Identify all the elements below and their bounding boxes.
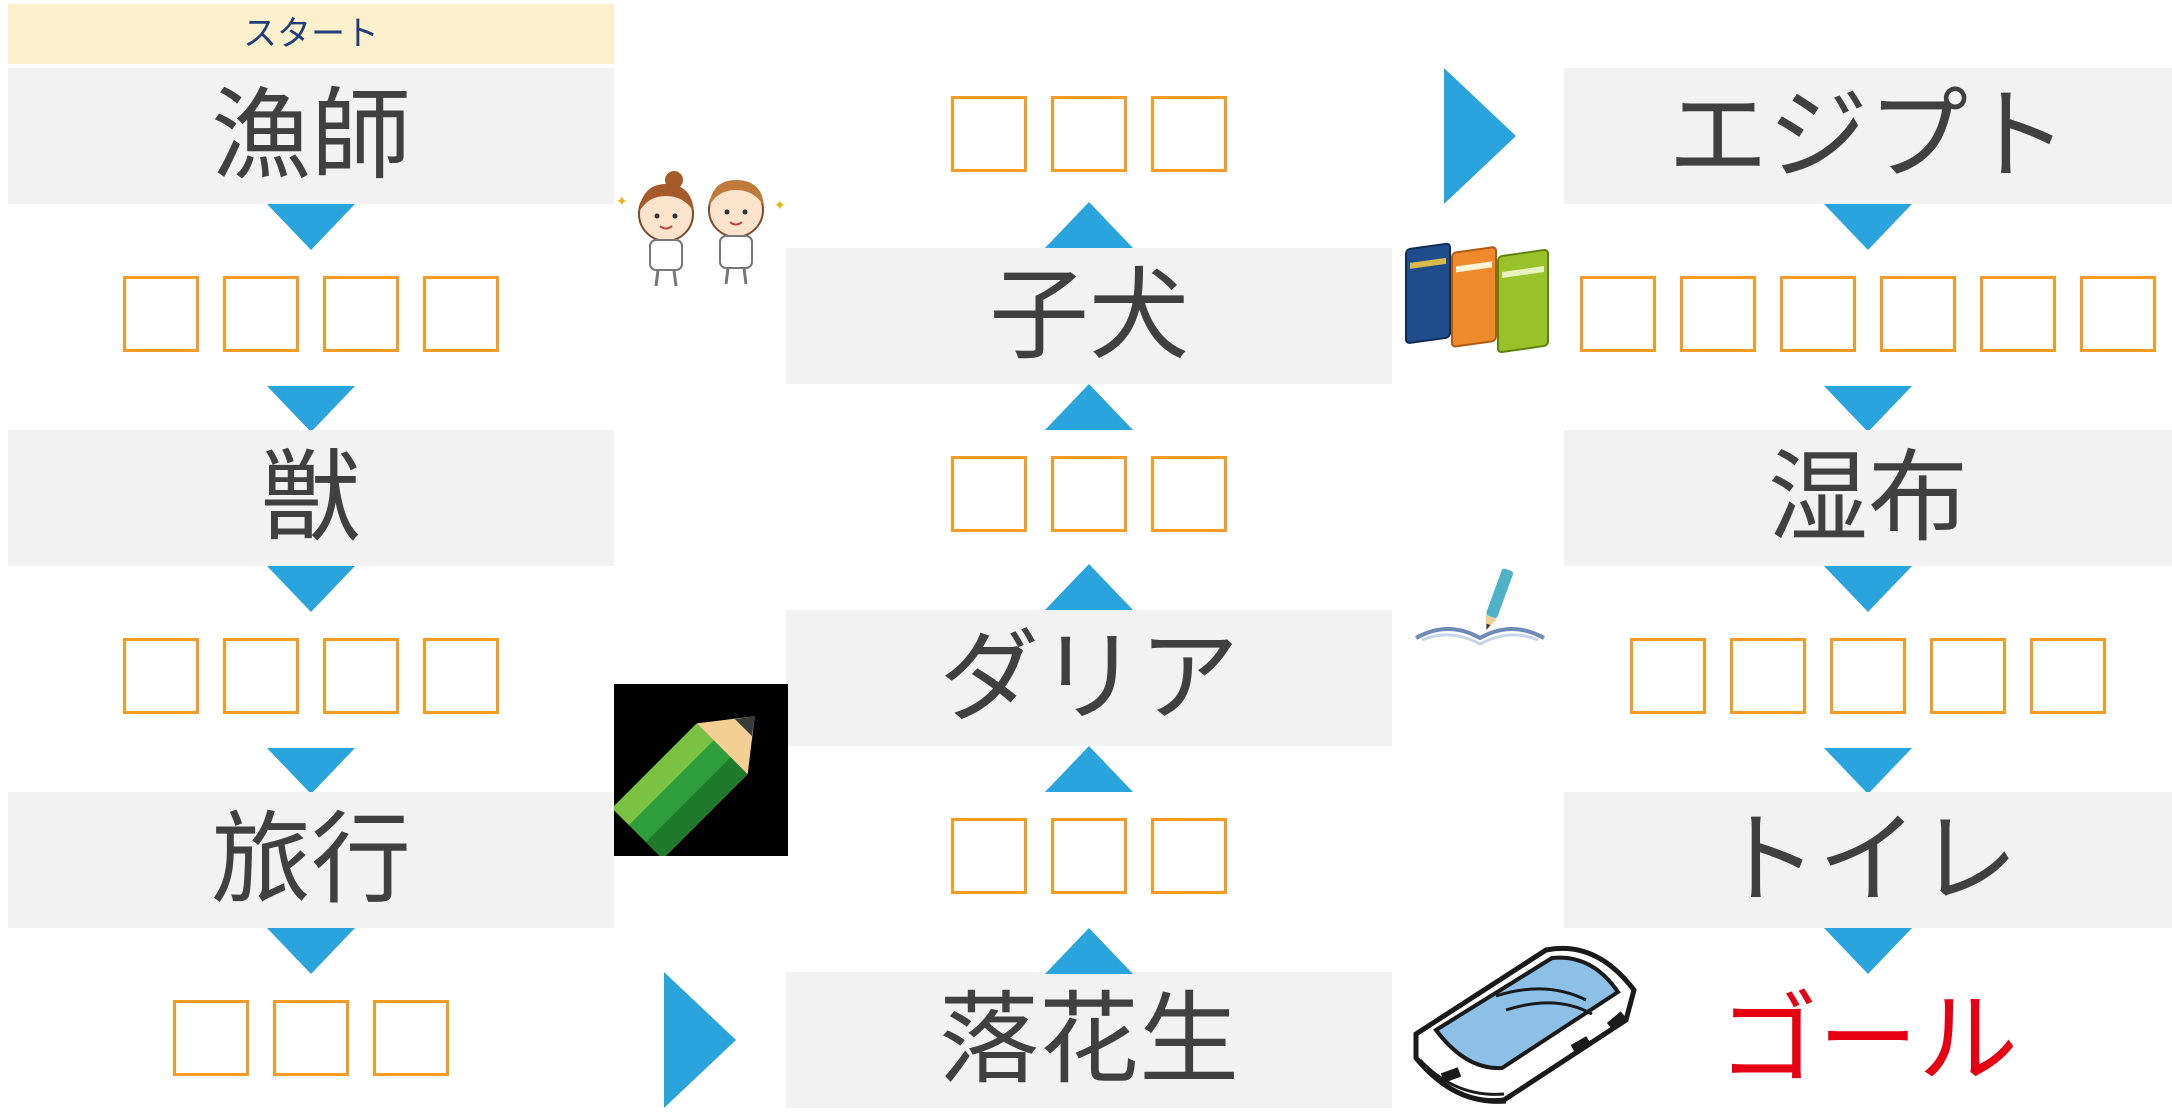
blank-box — [1980, 276, 2056, 352]
word-card-beast: 獣 — [8, 430, 614, 566]
blank-box — [951, 818, 1027, 894]
blank-box — [323, 638, 399, 714]
blank-box — [1830, 638, 1906, 714]
blank-boxes — [1564, 638, 2172, 714]
down-arrow — [267, 566, 355, 612]
old-book-icon — [1396, 930, 1650, 1110]
blank-box — [1151, 818, 1227, 894]
up-arrow — [1045, 202, 1133, 248]
blank-box — [1880, 276, 1956, 352]
right-arrow — [664, 972, 736, 1108]
blank-box — [1630, 638, 1706, 714]
svg-text:✦: ✦ — [616, 194, 628, 210]
down-arrow — [267, 386, 355, 432]
books-icon — [1402, 230, 1558, 358]
down-arrow — [267, 204, 355, 250]
down-arrow — [1824, 386, 1912, 432]
blank-box — [1051, 96, 1127, 172]
down-arrow — [1824, 928, 1912, 974]
blank-box — [223, 638, 299, 714]
word-card-toilet: トイレ — [1564, 792, 2172, 928]
blank-box — [951, 456, 1027, 532]
blank-box — [223, 276, 299, 352]
blank-box — [1151, 96, 1227, 172]
word-card-poultice: 湿布 — [1564, 430, 2172, 566]
blank-boxes — [1564, 276, 2172, 352]
word-card-egypt: エジプト — [1564, 68, 2172, 204]
blank-box — [1730, 638, 1806, 714]
blank-box — [2080, 276, 2156, 352]
down-arrow — [1824, 748, 1912, 794]
blank-box — [2030, 638, 2106, 714]
blank-boxes — [8, 1000, 614, 1076]
blank-box — [951, 96, 1027, 172]
start-label: スタート — [8, 4, 614, 64]
word-card-puppy: 子犬 — [786, 248, 1392, 384]
word-card-peanut: 落花生 — [786, 972, 1392, 1108]
goal-label: ゴール — [1718, 981, 2018, 1098]
pencil-icon — [611, 684, 788, 860]
blank-box — [323, 276, 399, 352]
blank-box — [173, 1000, 249, 1076]
blank-box — [1051, 818, 1127, 894]
down-arrow — [1824, 204, 1912, 250]
blank-box — [1580, 276, 1656, 352]
kids-cheering-icon: ✦ ✦ — [614, 166, 790, 292]
blank-box — [273, 1000, 349, 1076]
blank-box — [123, 276, 199, 352]
word-card-travel: 旅行 — [8, 792, 614, 928]
blank-box — [423, 638, 499, 714]
up-arrow — [1045, 564, 1133, 610]
up-arrow — [1045, 384, 1133, 430]
blank-box — [1680, 276, 1756, 352]
down-arrow — [267, 748, 355, 794]
up-arrow — [1045, 746, 1133, 792]
blank-box — [1151, 456, 1227, 532]
blank-box — [1780, 276, 1856, 352]
word-card-dahlia: ダリア — [786, 610, 1392, 746]
open-book-pen-icon — [1412, 568, 1548, 658]
right-arrow — [1444, 68, 1516, 204]
blank-box — [1930, 638, 2006, 714]
blank-box — [373, 1000, 449, 1076]
blank-boxes — [786, 96, 1392, 172]
blank-box — [1051, 456, 1127, 532]
down-arrow — [267, 928, 355, 974]
blank-boxes — [8, 638, 614, 714]
blank-box — [123, 638, 199, 714]
up-arrow — [1045, 928, 1133, 974]
blank-boxes — [8, 276, 614, 352]
blank-boxes — [786, 818, 1392, 894]
svg-text:✦: ✦ — [774, 198, 786, 214]
down-arrow — [1824, 566, 1912, 612]
blank-boxes — [786, 456, 1392, 532]
blank-box — [423, 276, 499, 352]
word-card-fisherman: 漁師 — [8, 68, 614, 204]
